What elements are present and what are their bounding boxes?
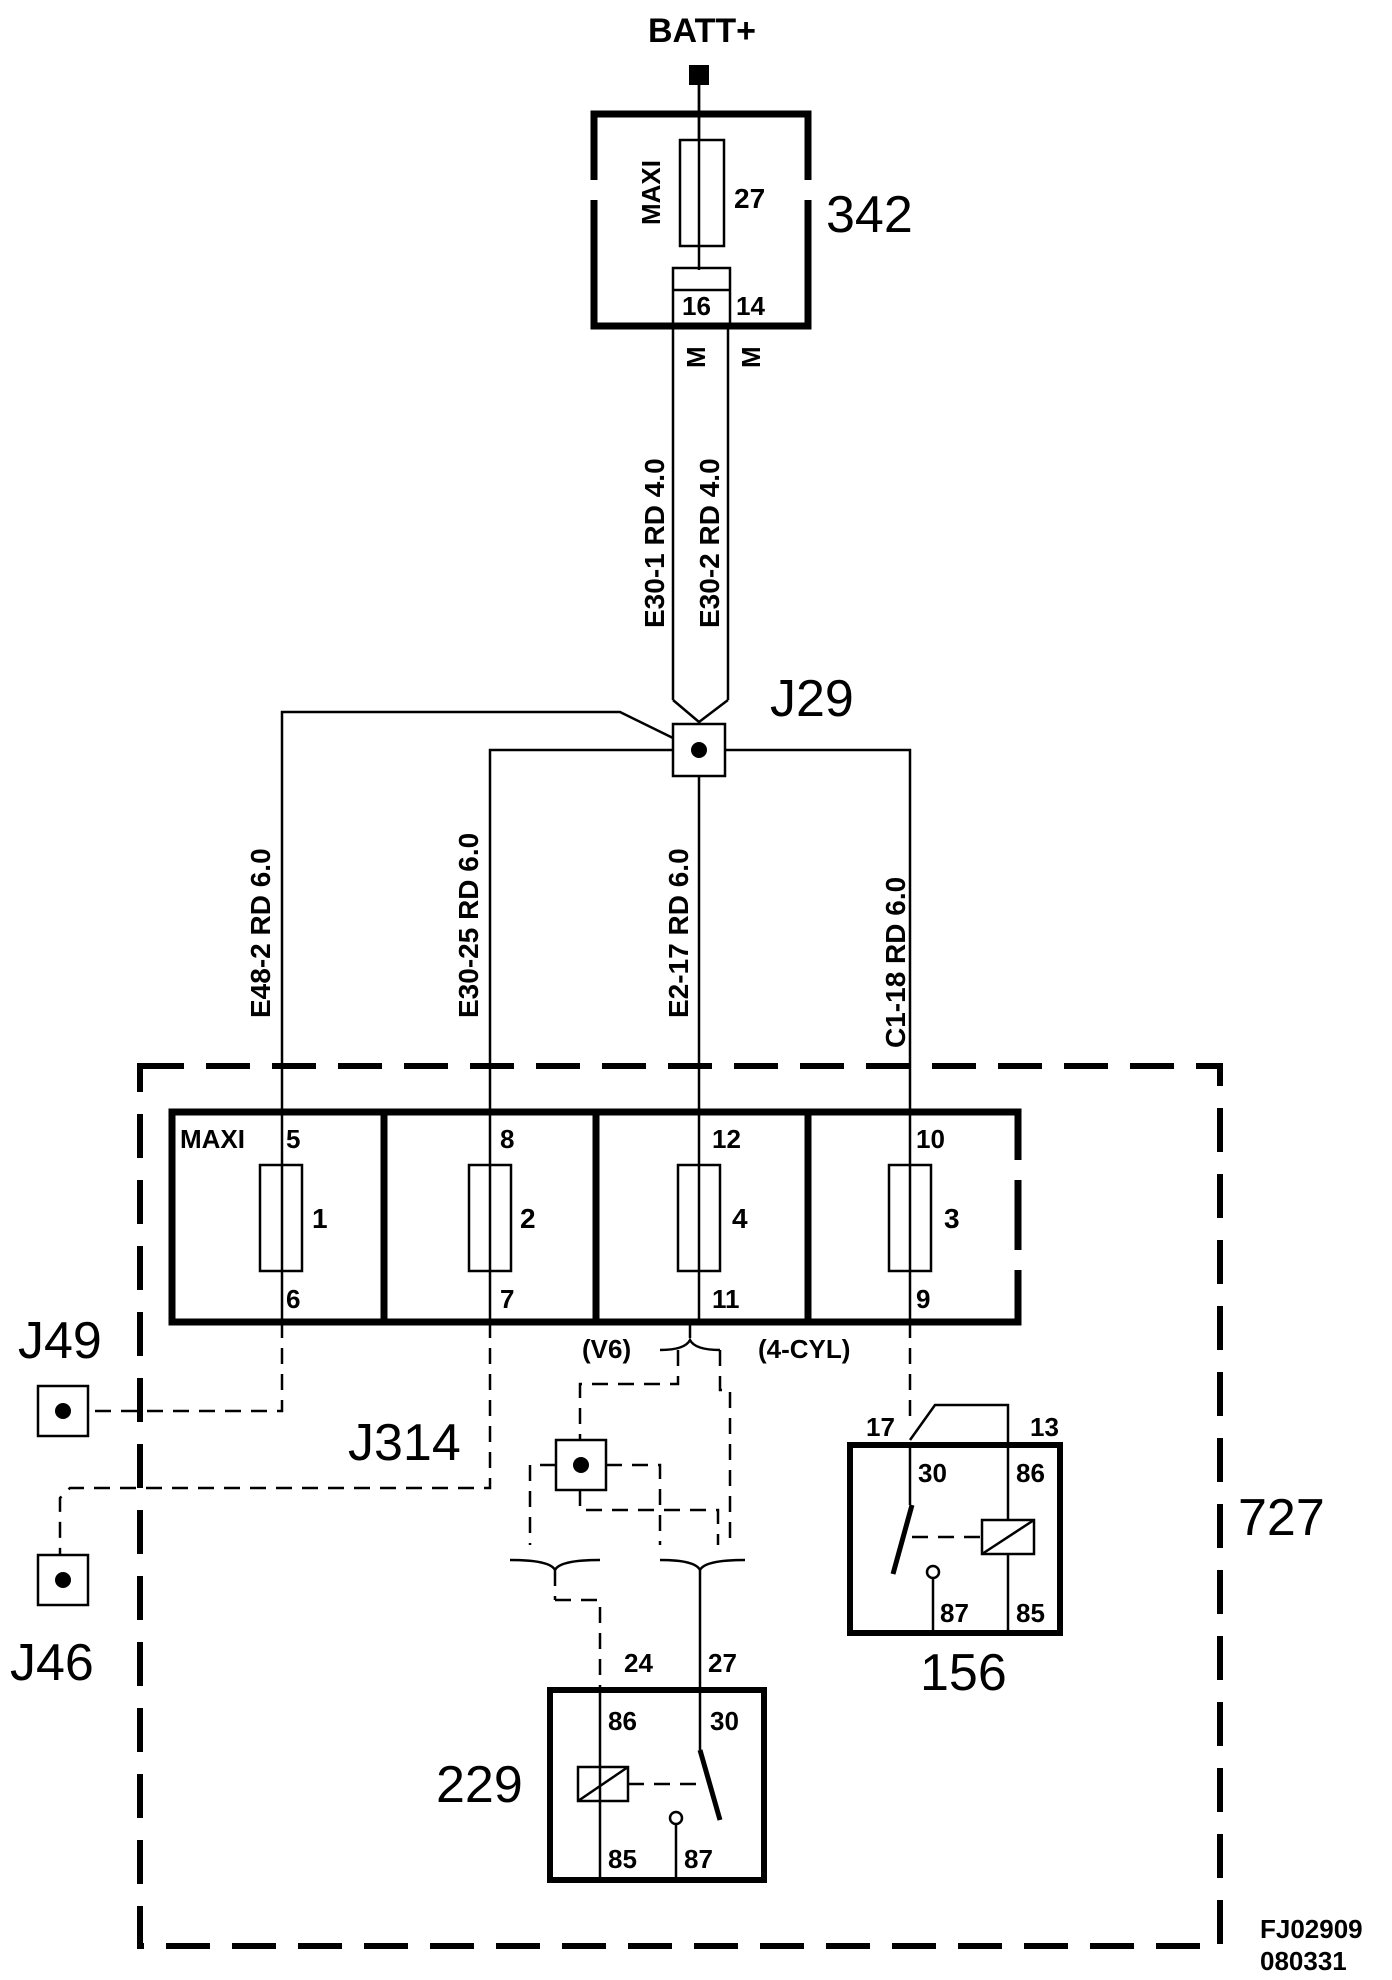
wire-e48-2-label: E48-2 RD 6.0 [245,848,276,1018]
batt-plus-label: BATT+ [648,12,756,50]
fuse-2-pin-in: 8 [500,1124,514,1154]
fuse-1-pin-in: 5 [286,1124,300,1154]
relay-156-t86: 86 [1016,1458,1045,1488]
fuse-1-number: 1 [312,1203,328,1234]
relay-229-pin-24: 24 [624,1648,653,1678]
fuse-3-pin-in: 10 [916,1124,945,1154]
pin-16: 16 [682,291,711,321]
figure-code-line1: FJ02909 [1260,1914,1363,1944]
variant-v6-label: (V6) [582,1334,631,1364]
relay-156-t30: 30 [918,1458,947,1488]
fuse-type-label: MAXI [636,160,666,225]
relay-229-t30: 30 [710,1706,739,1736]
wire-e30-25-label: E30-25 RD 6.0 [453,833,484,1018]
fuse-4-pin-in: 12 [712,1124,741,1154]
connector-16-14 [671,266,732,326]
wire-e2-17-label: E2-17 RD 6.0 [663,848,694,1018]
fuse-3: 10 3 9 [887,1110,960,1322]
fuse-panel-727-outline [137,1063,1223,1949]
junction-j29 [671,722,727,778]
relay-156-label: 156 [920,1644,1007,1702]
relay-156-t85: 85 [1016,1598,1045,1628]
fuse-number: 27 [734,183,765,214]
variant-bracket-left [509,1558,601,1573]
fuse-1: 5 1 6 [258,1110,328,1322]
relay-229-t86: 86 [608,1706,637,1736]
fuse-2-pin-out: 7 [500,1284,514,1314]
pin-mark-m1: M [681,346,711,368]
wire-c1-18-label: C1-18 RD 6.0 [880,877,911,1048]
fuse-4-pin-out: 11 [712,1284,740,1314]
fuse-panel-727-label: 727 [1238,1489,1325,1547]
relay-229: 86 30 85 87 [547,1687,767,1883]
relay-229-switch [697,1749,723,1821]
relay-229-pin-27: 27 [708,1648,737,1678]
relay-156-t87: 87 [940,1598,969,1628]
figure-code-line2: 080331 [1260,1946,1347,1976]
relay-156-switch [890,1504,915,1575]
junction-j29-label: J29 [770,670,854,728]
batt-terminal [689,65,709,85]
relay-229-t87: 87 [684,1844,713,1874]
fuse-4-number: 4 [732,1203,748,1234]
fuse-panel-type-label: MAXI [180,1124,245,1154]
fuse-27 [678,138,726,248]
fuse-3-number: 3 [944,1203,960,1234]
junction-j49 [36,1384,90,1438]
wire-e30-1-label: E30-1 RD 4.0 [639,458,670,628]
relay-156-pin-17: 17 [866,1412,895,1442]
wire-e30-2-label: E30-2 RD 4.0 [694,458,725,628]
fuse-box-342-label: 342 [826,186,913,244]
relay-229-label: 229 [436,1756,523,1814]
junction-j49-label: J49 [18,1312,102,1370]
fuse-3-pin-out: 9 [916,1284,930,1314]
fuse-4: 12 4 11 [676,1110,748,1322]
junction-j46-label: J46 [10,1634,94,1692]
fuse-1-pin-out: 6 [286,1284,300,1314]
junction-j46 [36,1553,90,1607]
pin-mark-m2: M [736,346,766,368]
pin-14: 14 [736,291,765,321]
variant-4cyl-label: (4-CYL) [758,1334,850,1364]
junction-j314 [554,1438,608,1492]
fuse-2-number: 2 [520,1203,536,1234]
fuse-2: 8 2 7 [467,1110,536,1322]
relay-156: 30 86 87 85 [847,1442,1063,1636]
relay-156-pin-13: 13 [1030,1412,1059,1442]
variant-bracket-right [659,1558,746,1573]
relay-229-t85: 85 [608,1844,637,1874]
junction-j314-label: J314 [348,1414,461,1472]
fuse-box-342: MAXI 27 16 14 [589,85,813,330]
